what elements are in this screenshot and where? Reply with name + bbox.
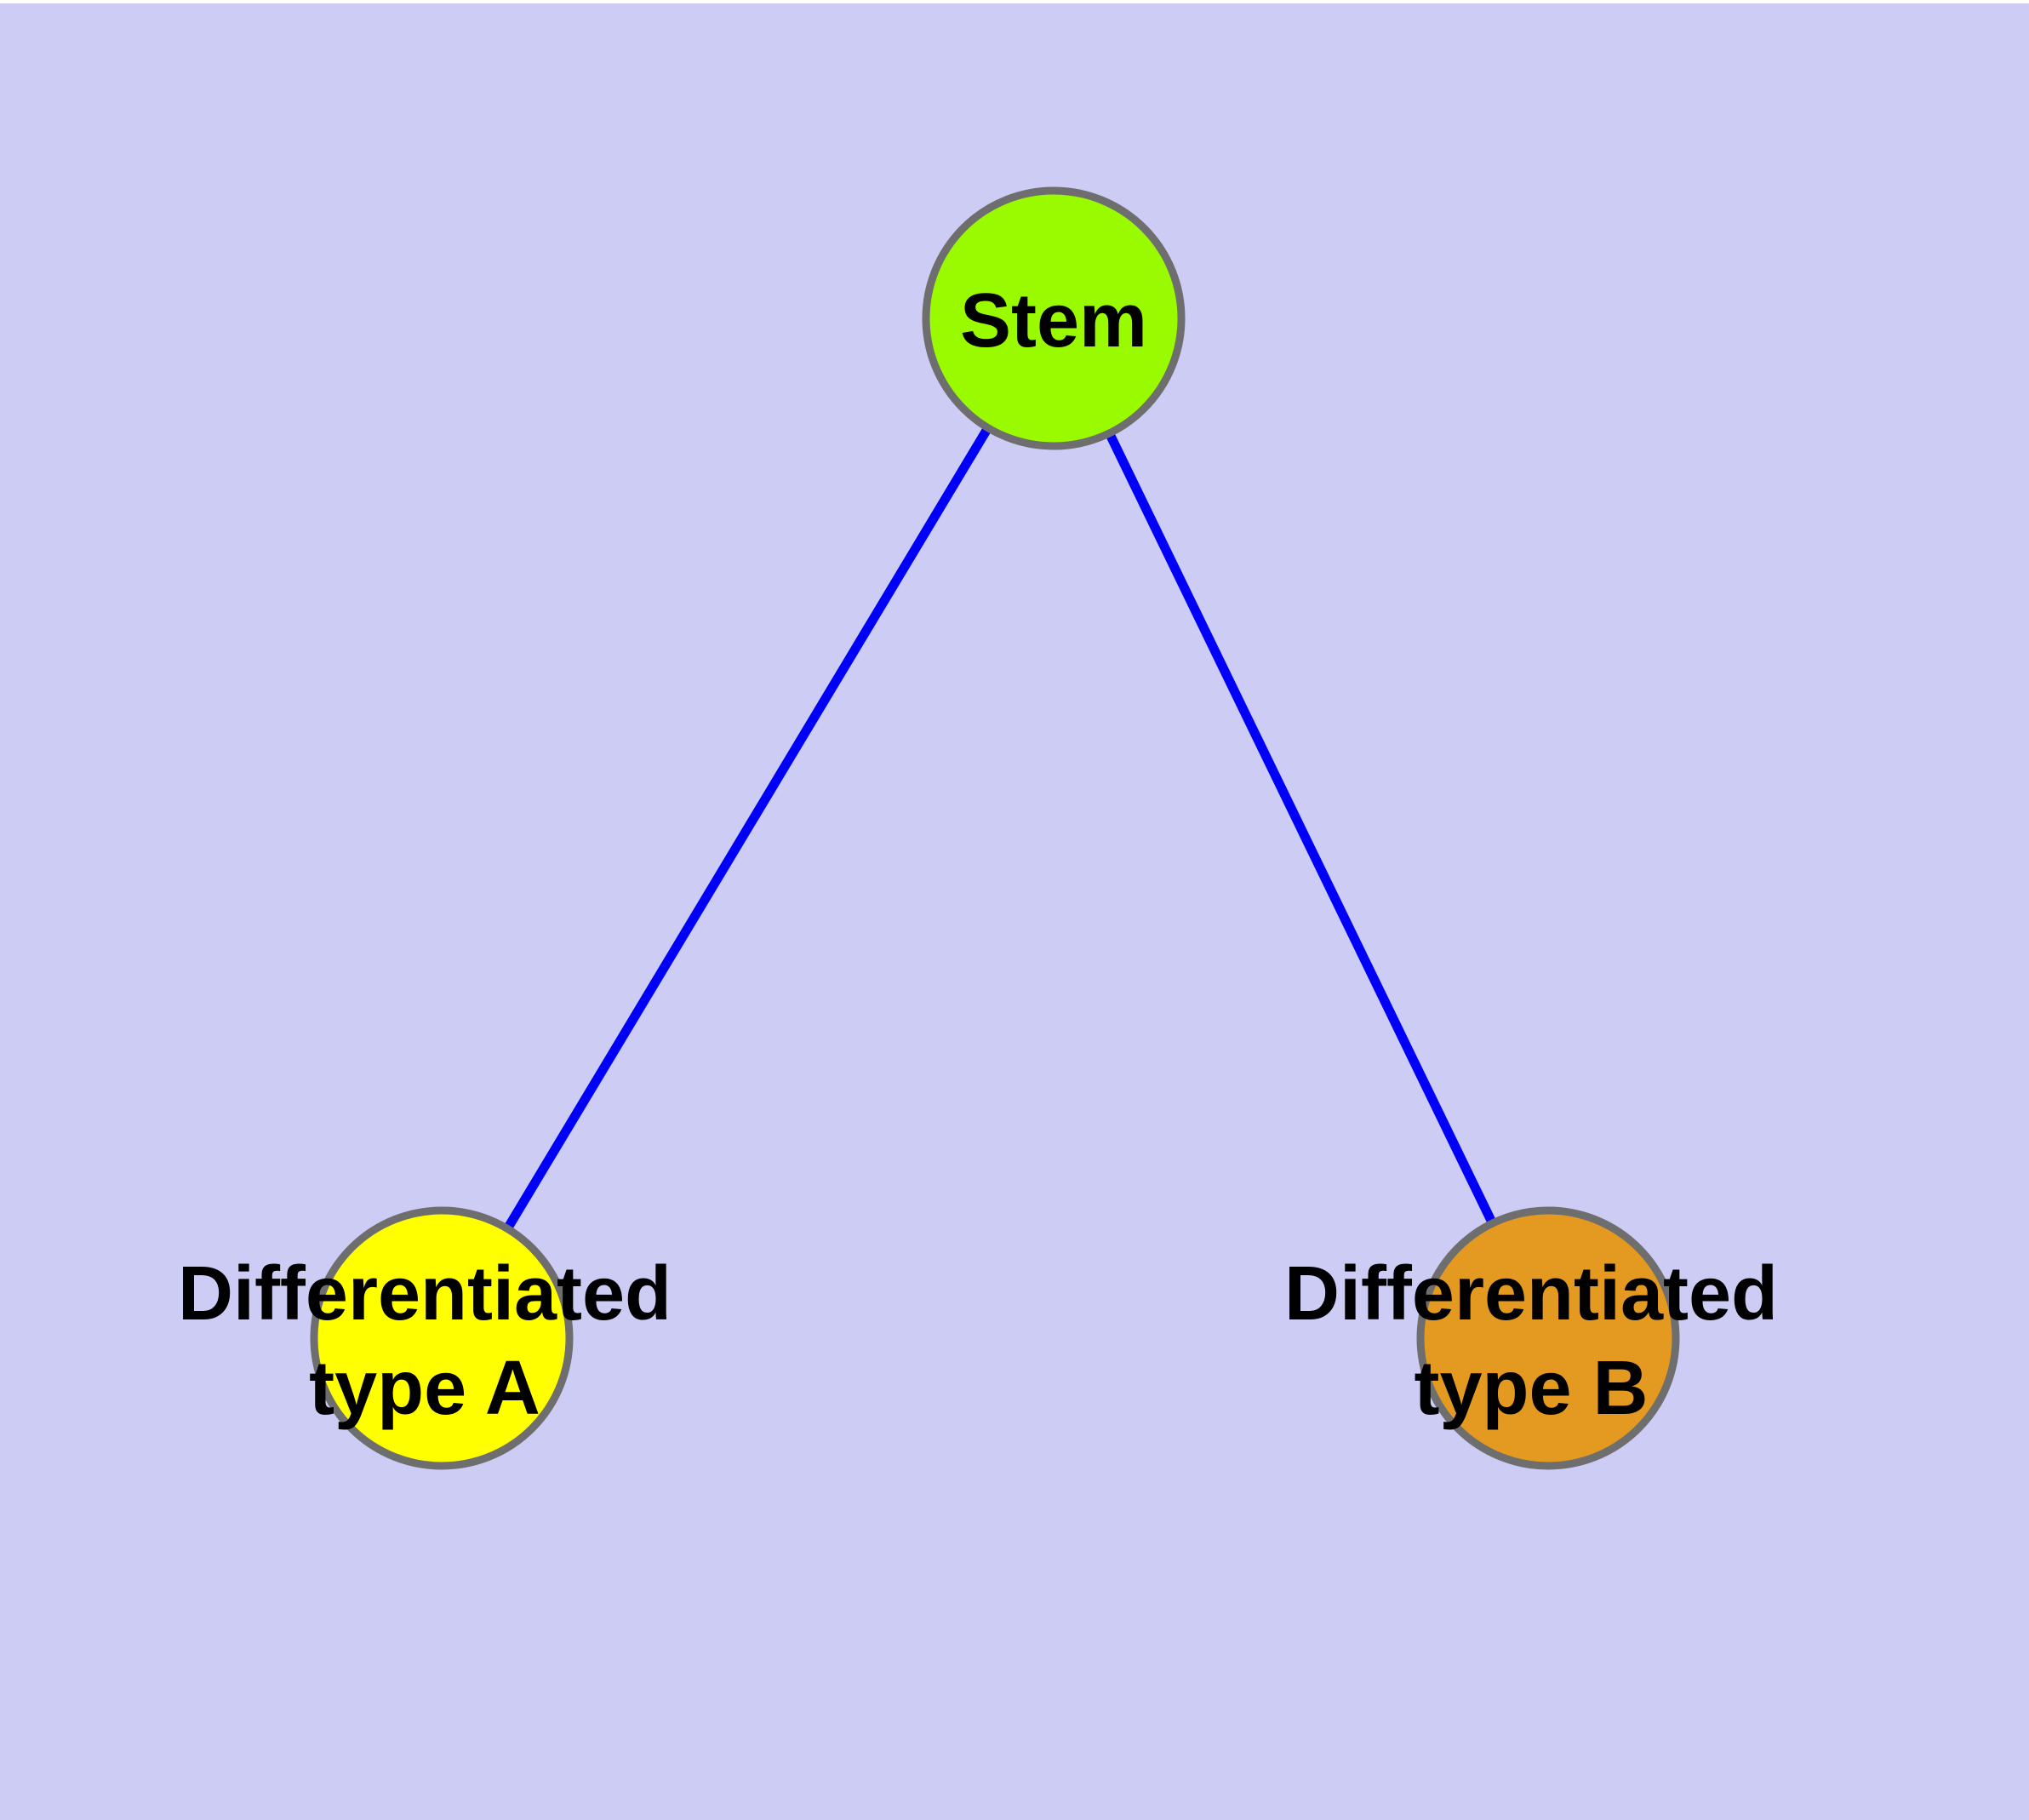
node-differentiated-type-b[interactable]: Differentiated type B — [1284, 1206, 1778, 1470]
window-top-edge-strip — [0, 0, 2029, 3]
stem-node-circle[interactable] — [922, 186, 1186, 450]
type-b-node-label-line2: type B — [1414, 1346, 1648, 1431]
edge-stem-to-type-a — [437, 316, 1058, 1341]
type-a-node-label-line1: Differentiated — [178, 1251, 672, 1336]
stem-node-label: Stem — [960, 278, 1147, 363]
edge-stem-to-type-b — [1049, 316, 1552, 1341]
type-b-node-label-line1: Differentiated — [1284, 1251, 1778, 1336]
edges-layer — [437, 316, 1552, 1341]
node-differentiated-type-a[interactable]: Differentiated type A — [178, 1206, 672, 1470]
type-a-node-circle[interactable] — [310, 1206, 574, 1470]
type-a-node-label-line2: type A — [309, 1346, 540, 1431]
type-b-node-circle[interactable] — [1416, 1206, 1680, 1470]
node-stem[interactable]: Stem — [922, 186, 1186, 450]
